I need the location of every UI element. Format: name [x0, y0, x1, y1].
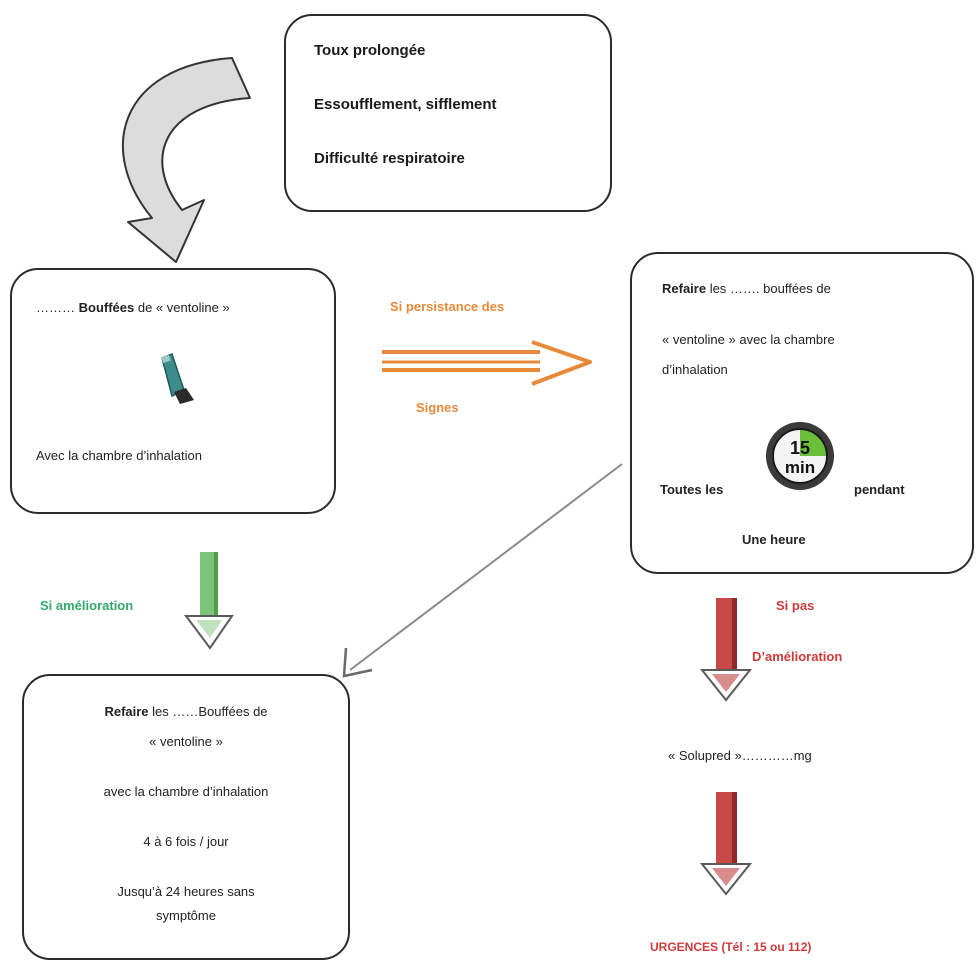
timer-value: 15 — [789, 438, 811, 458]
symptom-respiratory-difficulty: Difficulté respiratoire — [314, 150, 465, 167]
return-arrow — [342, 463, 623, 678]
repeat-line-1: Refaire les ……. bouffées de — [662, 281, 831, 296]
dose-puffs: Bouffées — [78, 300, 135, 315]
no-improvement-arrow — [699, 598, 753, 702]
duration-label: Une heure — [742, 532, 806, 547]
improve-duration-1: Jusqu’à 24 heures sans — [117, 884, 255, 899]
inhaler-icon — [161, 353, 194, 404]
improvement-arrow — [184, 552, 234, 650]
symptom-breathlessness: Essoufflement, sifflement — [314, 96, 497, 113]
persistence-signs-label: Signes — [416, 400, 459, 415]
improve-verb: Refaire — [104, 704, 149, 719]
repeat-line-2: « ventoline » avec la chambre — [662, 332, 835, 347]
improve-frequency: 4 à 6 fois / jour — [143, 834, 229, 849]
initial-ventoline-box: ……… Bouffées de « ventoline » Avec la ch… — [10, 268, 336, 514]
improvement-box: Refaire les ……Bouffées de « ventoline » … — [22, 674, 350, 960]
timer-unit: min — [784, 458, 816, 477]
symptom-cough: Toux prolongée — [314, 42, 426, 59]
improvement-label: Si amélioration — [40, 598, 134, 613]
dose-medication: de « ventoline » — [134, 300, 230, 315]
symptoms-box: Toux prolongée Essoufflement, sifflement… — [284, 14, 612, 212]
persistence-arrow — [382, 340, 592, 386]
during-label: pendant — [854, 482, 905, 497]
no-improvement-label-1: Si pas — [776, 598, 815, 613]
every-label: Toutes les — [660, 482, 724, 497]
repeat-ventoline-box: Refaire les ……. bouffées de « ventoline … — [630, 252, 974, 574]
improve-line-2: « ventoline » — [149, 734, 223, 749]
improve-line-3: avec la chambre d’inhalation — [103, 784, 269, 799]
improve-duration-2: symptôme — [156, 908, 216, 923]
initial-dose-line: ……… Bouffées de « ventoline » — [36, 300, 230, 315]
repeat-line-3: d’inhalation — [662, 362, 728, 377]
stopwatch-graphic — [766, 422, 834, 490]
stopwatch-icon: 15 min — [764, 416, 836, 492]
repeat-verb: Refaire — [662, 281, 707, 296]
repeat-dose: les ……. bouffées de — [706, 281, 831, 296]
improve-line-1: Refaire les ……Bouffées de — [24, 704, 348, 719]
curved-arrow — [121, 57, 251, 263]
initial-chamber-text: Avec la chambre d’inhalation — [36, 448, 202, 463]
no-improvement-label-2: D’amélioration — [752, 649, 843, 664]
emergency-arrow — [699, 792, 753, 896]
dose-blank: ……… — [36, 300, 79, 315]
emergency-text: URGENCES (Tél : 15 ou 112) — [650, 940, 812, 954]
persistence-label: Si persistance des — [390, 299, 505, 314]
improve-dose: les ……Bouffées de — [148, 704, 268, 719]
solupred-text: « Solupred »…………mg — [668, 748, 812, 763]
